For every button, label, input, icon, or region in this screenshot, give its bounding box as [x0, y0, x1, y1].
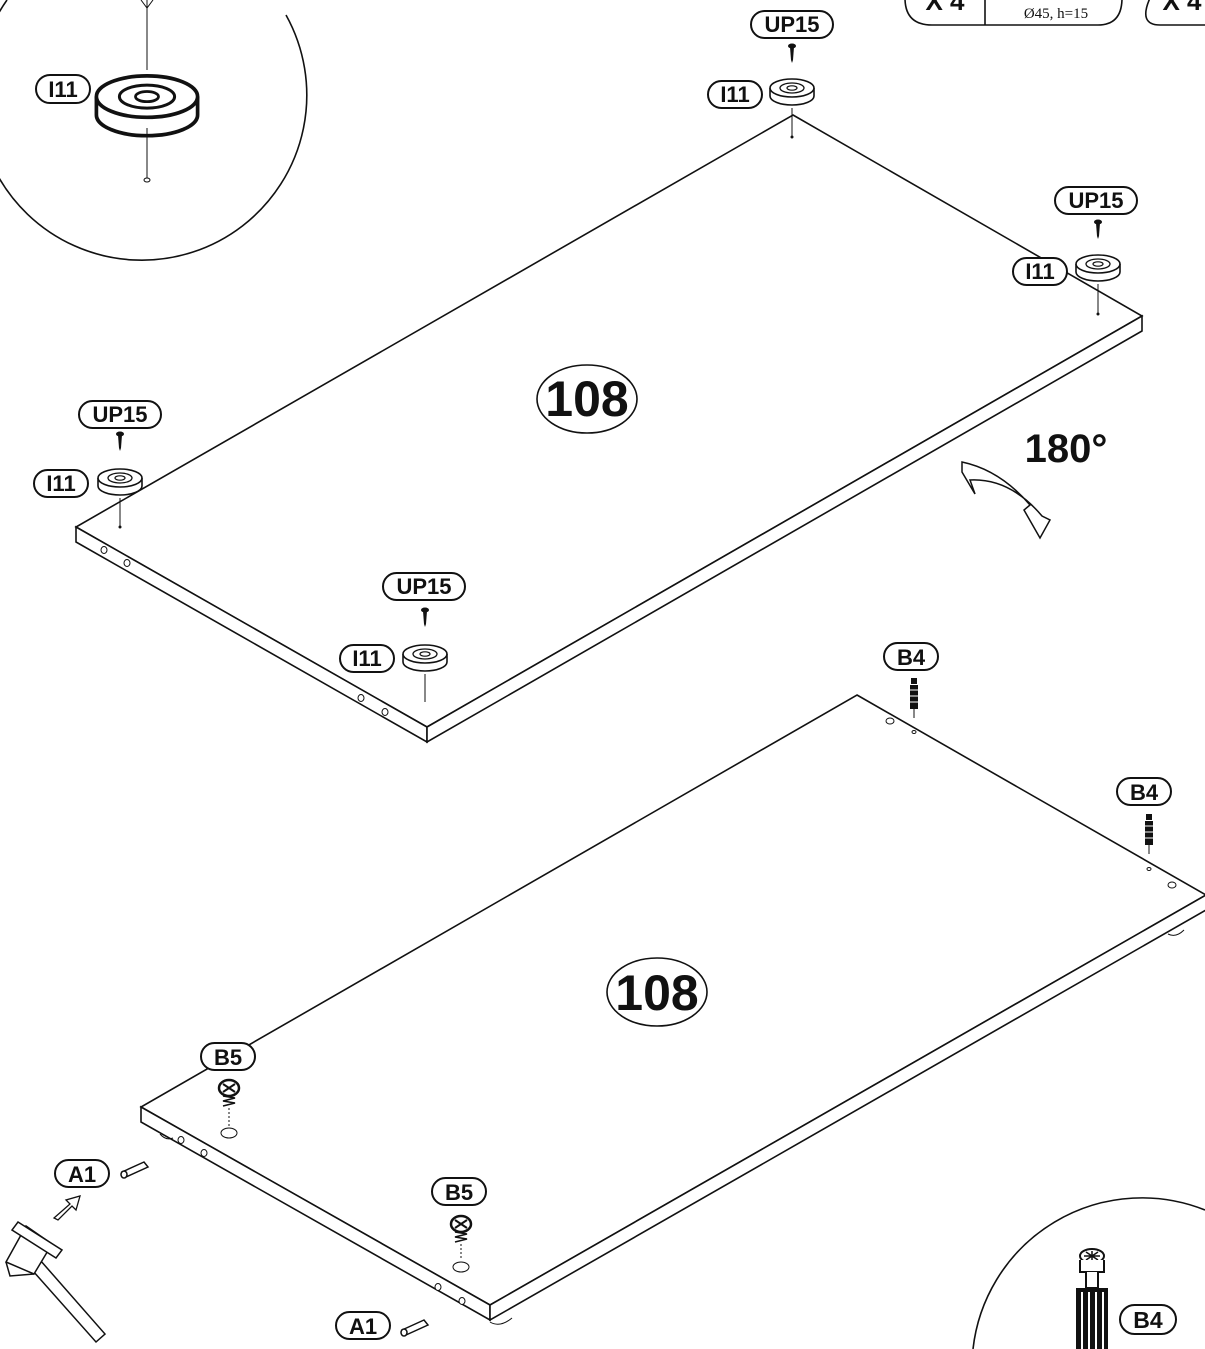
glide-assembly-right: UP15 I11: [1012, 186, 1138, 316]
detail-circle-glide: I11: [0, 0, 308, 261]
foot-glide-icon: [94, 74, 200, 138]
dowel-icon: [400, 1319, 429, 1337]
part-label-up15-2: UP15: [1068, 188, 1123, 213]
part-label-up15-3: UP15: [92, 402, 147, 427]
dowel-1: A1: [54, 1159, 149, 1188]
part-label-b5-1: B5: [214, 1045, 242, 1070]
screw-icon: [116, 431, 124, 451]
header-box-2: X 4: [1144, 0, 1205, 26]
foot-glide-icon: [769, 78, 815, 106]
foot-glide-icon: [1075, 254, 1121, 282]
part-label-up15-1: UP15: [764, 12, 819, 37]
header-qty-2: X 4: [1162, 0, 1202, 16]
header-box-1: X 4 Ø45, h=15: [904, 0, 1123, 26]
part-label-i11-2: I11: [1025, 259, 1054, 284]
hammer-icon: [4, 1220, 107, 1344]
rotation-label: 180°: [1025, 427, 1108, 471]
cam-bolt-icon: [1143, 813, 1155, 855]
panel-number-upper: 108: [545, 371, 628, 427]
dowel-2: A1: [335, 1311, 429, 1340]
cam-bolt-2: B4: [1116, 777, 1172, 871]
part-label-b4-1: B4: [897, 645, 926, 670]
tap-arrow-icon: [52, 1195, 81, 1221]
part-label-i11-detail: I11: [48, 77, 77, 102]
cam-lock-2: B5: [431, 1177, 487, 1260]
foot-glide-icon: [97, 468, 143, 496]
part-label-b5-2: B5: [445, 1180, 473, 1205]
screw-icon: [788, 43, 796, 63]
upper-panel: 108: [74, 114, 1144, 744]
glide-assembly-top: UP15 I11: [707, 10, 834, 139]
dowel-icon: [120, 1161, 149, 1179]
panel-number-lower: 108: [615, 965, 698, 1021]
part-label-a1-2: A1: [349, 1314, 377, 1339]
foot-glide-icon: [402, 644, 448, 672]
part-label-b4-2: B4: [1130, 780, 1159, 805]
part-label-b4-detail: B4: [1133, 1307, 1163, 1333]
part-label-up15-4: UP15: [396, 574, 451, 599]
glide-assembly-left: UP15 I11: [33, 400, 162, 529]
screw-icon: [1094, 219, 1102, 239]
header-qty-1: X 4: [925, 0, 965, 16]
rotate-arrow-icon: 180°: [961, 427, 1108, 540]
part-label-i11-1: I11: [720, 82, 749, 107]
detail-circle-cam-bolt: B4: [972, 1197, 1205, 1349]
cam-bolt-1: B4: [883, 642, 939, 734]
part-label-i11-3: I11: [46, 471, 75, 496]
cam-lock-1: B5: [200, 1042, 256, 1126]
header-spec-1: Ø45, h=15: [1024, 6, 1088, 22]
glide-assembly-front: UP15 I11: [339, 572, 466, 702]
cam-bolt-icon: [908, 677, 920, 719]
part-label-i11-4: I11: [352, 646, 381, 671]
part-label-a1-1: A1: [68, 1162, 96, 1187]
lower-panel: 108: [139, 694, 1205, 1325]
